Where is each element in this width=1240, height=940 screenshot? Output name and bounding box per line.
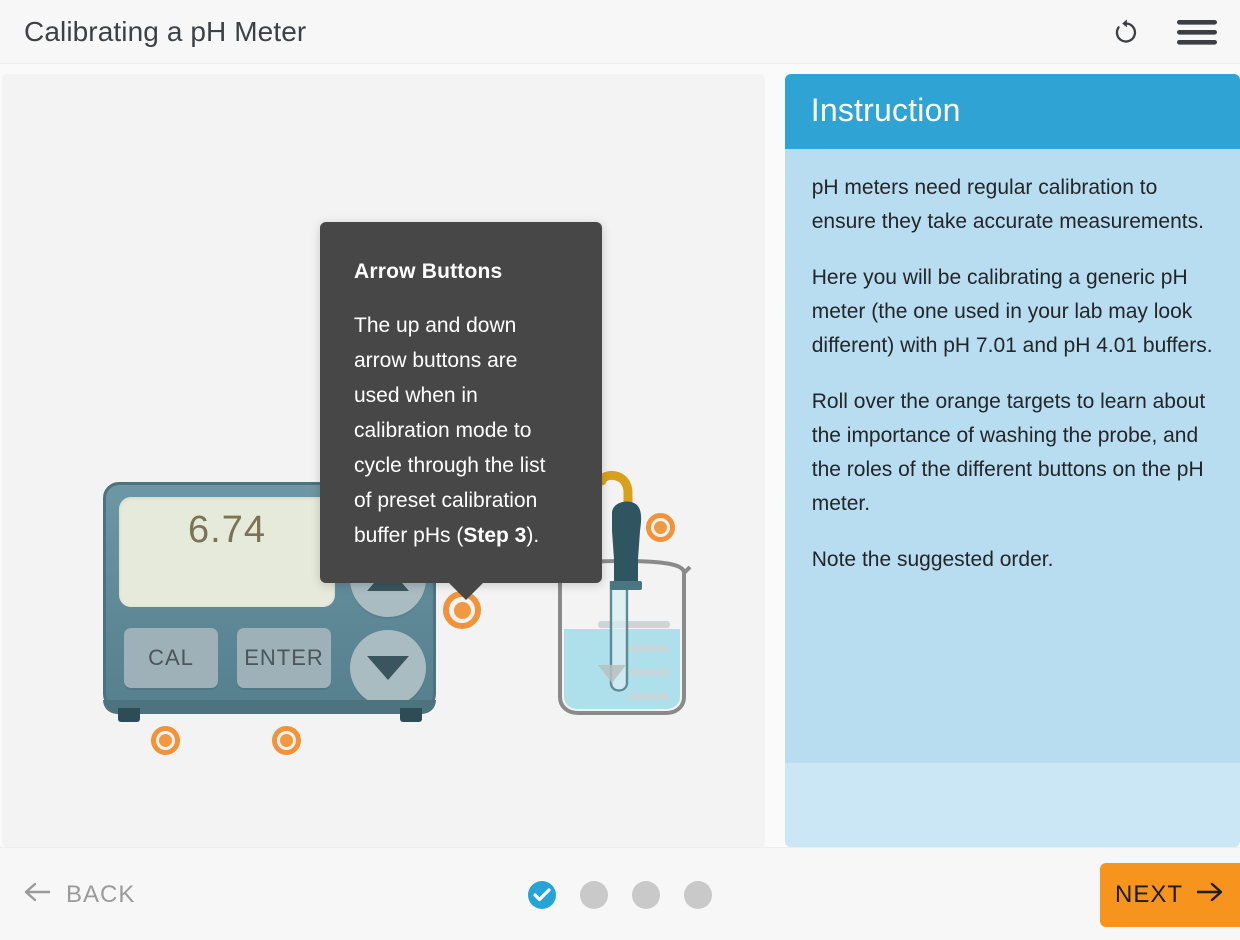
instruction-body: pH meters need regular calibration to en… [784,149,1240,763]
ph-reading-value: 6.74 [188,509,266,551]
step-dot-pending[interactable] [580,881,608,909]
next-button[interactable]: NEXT [1100,863,1240,927]
ph-meter-display: 6.74 [119,497,335,607]
arrow-down-button[interactable] [350,630,426,706]
back-button[interactable]: BACK [22,881,135,910]
arrow-left-icon [22,881,52,910]
app-header: Calibrating a pH Meter [0,0,1240,64]
instruction-paragraph: pH meters need regular calibration to en… [811,176,1204,233]
tooltip-callout: Arrow Buttons The up and down arrow butt… [320,222,602,600]
step-dot-completed[interactable] [528,881,556,909]
tooltip-text-before: The up and down arrow buttons are used w… [354,314,546,547]
beaker-with-probe [542,469,702,719]
meter-base [103,700,436,714]
step-dot-pending[interactable] [632,881,660,909]
meter-foot-left [118,708,140,722]
page-title: Calibrating a pH Meter [24,15,307,47]
tooltip-text-after: ). [526,524,540,547]
step-dot-pending[interactable] [684,881,712,909]
app-body: 6.74 CAL ENTER [0,64,1240,847]
check-icon [533,888,551,902]
instruction-paragraph: Here you will be calibrating a generic p… [811,266,1213,357]
triangle-down-icon [367,656,409,680]
step-indicator [0,881,1240,909]
instruction-heading: Instruction [784,74,1240,149]
enter-button[interactable]: ENTER [237,628,331,688]
tooltip-body: The up and down arrow buttons are used w… [354,308,568,553]
tooltip-title: Arrow Buttons [354,260,503,283]
next-label: NEXT [1114,881,1183,908]
restart-icon[interactable] [1110,16,1142,48]
tooltip-emphasis: Step 3 [463,524,527,547]
meter-foot-right [400,708,422,722]
tooltip-pointer [448,582,484,600]
instruction-paragraph: Note the suggested order. [811,548,1054,571]
back-label: BACK [66,881,136,908]
instruction-panel-footer [784,763,1240,847]
target-cal-button[interactable] [151,726,180,755]
header-actions [1110,16,1218,48]
hamburger-menu-icon[interactable] [1176,17,1218,47]
instruction-paragraph: Roll over the orange targets to learn ab… [811,390,1206,515]
target-probe[interactable] [646,513,675,542]
footer-navigation: BACK NEXT [0,847,1240,940]
arrow-right-icon [1195,881,1225,910]
simulation-stage: 6.74 CAL ENTER [2,74,765,847]
instruction-panel: Instruction pH meters need regular calib… [784,74,1240,847]
target-enter-button[interactable] [272,726,301,755]
cal-button[interactable]: CAL [124,628,218,688]
